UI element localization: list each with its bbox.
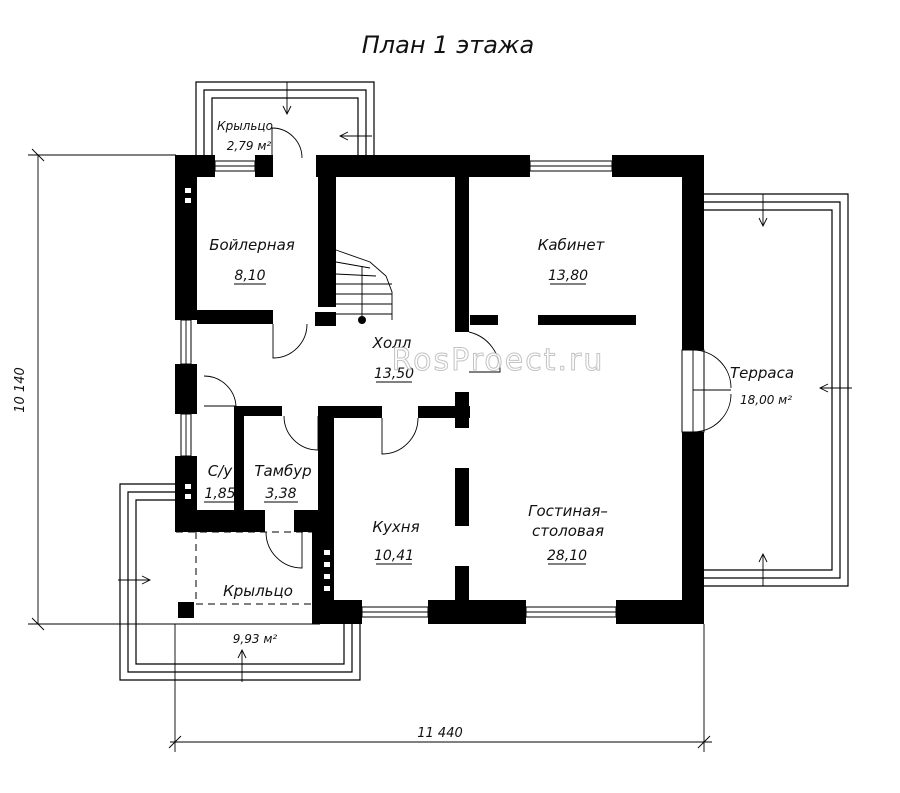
watermark: RosProect.ru	[392, 343, 605, 378]
svg-text:С/у: С/у	[208, 462, 234, 480]
svg-text:10,41: 10,41	[374, 548, 414, 564]
svg-text:13,50: 13,50	[374, 366, 414, 382]
svg-text:Бойлерная: Бойлерная	[209, 236, 295, 254]
room-vestibule: Тамбур 3,38	[254, 462, 312, 503]
room-wc: С/у 1,85	[204, 462, 236, 503]
svg-text:Крыльцо: Крыльцо	[217, 119, 273, 133]
svg-text:Холл: Холл	[372, 334, 412, 352]
svg-text:13,80: 13,80	[548, 268, 588, 284]
svg-text:Кухня: Кухня	[372, 518, 419, 536]
svg-text:8,10: 8,10	[234, 268, 265, 284]
room-boiler: Бойлерная 8,10	[209, 236, 295, 285]
room-porch-top: Крыльцо 2,79 м²	[217, 119, 273, 153]
room-hall: Холл 13,50	[372, 334, 414, 383]
svg-text:Тамбур: Тамбур	[254, 462, 311, 480]
height-dimension: 10 140	[13, 367, 28, 413]
svg-text:18,00 м²: 18,00 м²	[740, 393, 792, 407]
svg-text:1,85: 1,85	[204, 486, 235, 502]
svg-text:3,38: 3,38	[265, 486, 296, 502]
plan-title: План 1 этажа	[362, 31, 535, 59]
staircase	[335, 249, 393, 324]
room-living: Гостиная– столовая 28,10	[528, 502, 608, 565]
room-porch-bottom: Крыльцо 9,93 м²	[223, 582, 293, 646]
svg-text:2,79 м²: 2,79 м²	[227, 139, 272, 153]
room-study: Кабинет 13,80	[538, 236, 606, 285]
room-terrace: Терраса 18,00 м²	[730, 364, 794, 407]
svg-text:Кабинет: Кабинет	[538, 236, 606, 254]
svg-text:28,10: 28,10	[547, 548, 587, 564]
vent-marks	[185, 188, 330, 591]
svg-text:столовая: столовая	[532, 522, 604, 540]
width-dimension: 11 440	[417, 726, 463, 741]
svg-text:Крыльцо: Крыльцо	[223, 582, 293, 600]
top-porch	[195, 81, 375, 159]
svg-text:9,93 м²: 9,93 м²	[233, 632, 278, 646]
svg-text:Терраса: Терраса	[730, 364, 794, 382]
walls	[175, 155, 704, 624]
room-kitchen: Кухня 10,41	[372, 518, 420, 565]
dimension-lines	[28, 148, 712, 752]
terrace-outline	[702, 193, 852, 587]
windows	[180, 160, 705, 618]
svg-text:Гостиная–: Гостиная–	[528, 502, 608, 520]
doors	[203, 323, 732, 569]
bottom-porch	[118, 483, 361, 682]
